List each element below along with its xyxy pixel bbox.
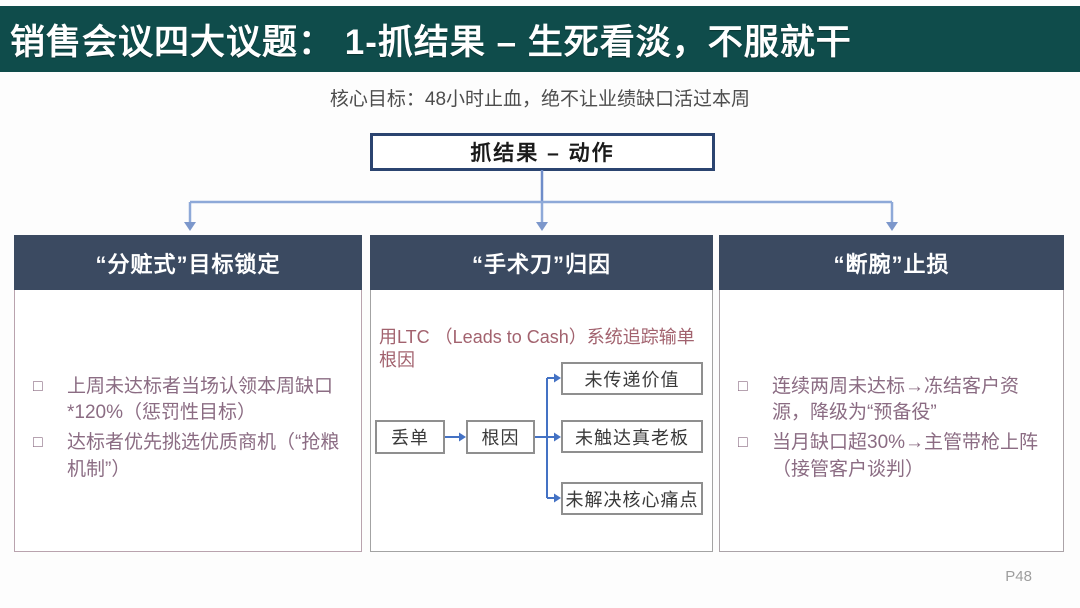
- bullet-text: 达标者优先挑选优质商机（“抢粮机制”）: [67, 432, 340, 480]
- column-header: “分赃式”目标锁定: [14, 235, 362, 290]
- list-item: □ 连续两周未达标→冻结客户资源，降级为“预备役”: [738, 374, 1047, 426]
- slide-title-banner: 销售会议四大议题： 1-抓结果 – 生死看淡，不服就干: [0, 6, 1080, 72]
- arrow-down-icon: [184, 222, 196, 231]
- ltc-intro-text: 用LTC （Leads to Cash）系统追踪输单根因: [379, 327, 695, 371]
- list-item: □ 当月缺口超30%→主管带枪上阵（接管客户谈判）: [738, 430, 1047, 482]
- bullet-text: 连续两周未达标→冻结客户资源，降级为“预备役”: [772, 376, 1020, 424]
- square-bullet-icon: □: [738, 378, 748, 395]
- flow-node-label: 未解决核心痛点: [565, 489, 699, 510]
- arrow-down-icon: [536, 222, 548, 231]
- flow-node-branch: 未触达真老板: [561, 420, 703, 453]
- slide-title: 销售会议四大议题： 1-抓结果 – 生死看淡，不服就干: [10, 22, 852, 62]
- flow-node-root-cause: 根因: [466, 420, 535, 454]
- square-bullet-icon: □: [33, 434, 43, 452]
- flow-node-label: 丢单: [391, 428, 429, 448]
- flow-node-label: 根因: [481, 428, 520, 448]
- column-header-label: “手术刀”归因: [471, 251, 611, 277]
- flow-node-label: 未触达真老板: [575, 427, 689, 448]
- column-root-cause: “手术刀”归因 用LTC （Leads to Cash）系统追踪输单根因 丢单 …: [370, 235, 713, 552]
- column-target-locking: “分赃式”目标锁定 □ 上周未达标者当场认领本周缺口*120%（惩罚性目标） □…: [14, 235, 362, 552]
- column-header-label: “分赃式”目标锁定: [95, 251, 281, 277]
- tree-connector-lines: [184, 170, 898, 231]
- bullet-text: 上周未达标者当场认领本周缺口*120%（惩罚性目标）: [67, 376, 334, 424]
- flow-node-lost-deal: 丢单: [375, 420, 445, 454]
- root-node-box: 抓结果 – 动作: [370, 133, 715, 171]
- arrow-right-icon: [554, 373, 561, 383]
- flowchart-connector-lines: [445, 373, 561, 503]
- page-number: P48: [1005, 568, 1032, 585]
- square-bullet-icon: □: [33, 378, 43, 395]
- arrow-right-icon: [459, 432, 466, 442]
- arrow-down-icon: [886, 222, 898, 231]
- arrow-right-icon: [554, 493, 561, 503]
- flow-node-branch: 未传递价值: [561, 362, 703, 395]
- bullet-list: □ 上周未达标者当场认领本周缺口*120%（惩罚性目标） □ 达标者优先挑选优质…: [15, 290, 361, 483]
- column-header-label: “断腕”止损: [833, 251, 950, 277]
- column-header: “手术刀”归因: [370, 235, 713, 290]
- flow-node-branch: 未解决核心痛点: [561, 482, 703, 515]
- root-node-label: 抓结果 – 动作: [470, 142, 615, 165]
- slide-subtitle: 核心目标：48小时止血，绝不让业绩缺口活过本周: [329, 89, 751, 110]
- flow-node-label: 未传递价值: [584, 369, 680, 390]
- bullet-list: □ 连续两周未达标→冻结客户资源，降级为“预备役” □ 当月缺口超30%→主管带…: [720, 290, 1063, 483]
- column-stop-loss: “断腕”止损 □ 连续两周未达标→冻结客户资源，降级为“预备役” □ 当月缺口超…: [719, 235, 1064, 552]
- list-item: □ 达标者优先挑选优质商机（“抢粮机制”）: [33, 430, 345, 482]
- list-item: □ 上周未达标者当场认领本周缺口*120%（惩罚性目标）: [33, 374, 345, 426]
- arrow-right-icon: [554, 432, 561, 442]
- column-header: “断腕”止损: [719, 235, 1064, 290]
- bullet-text: 当月缺口超30%→主管带枪上阵（接管客户谈判）: [772, 432, 1039, 480]
- square-bullet-icon: □: [738, 434, 748, 452]
